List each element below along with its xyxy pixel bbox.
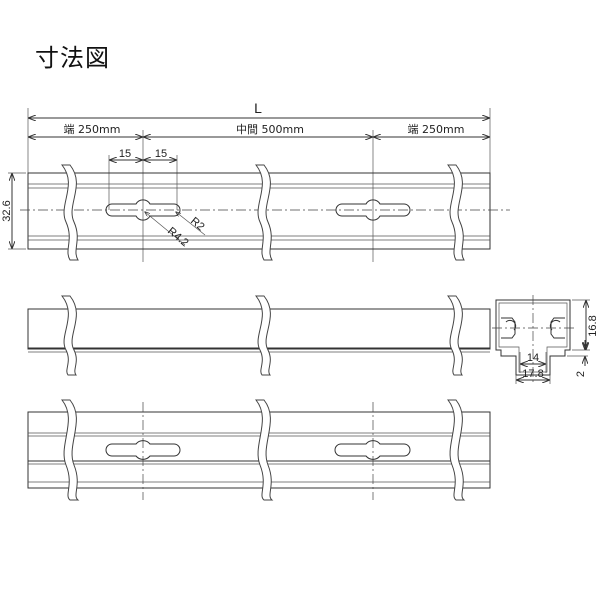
slot-half-width-left: 15 — [119, 148, 131, 160]
inner-width-label: 14 — [527, 352, 539, 364]
bottom-thickness-label: 2 — [575, 371, 587, 377]
cross-section: 14 17.8 16.8 2 — [492, 295, 599, 384]
middle-segment-label: 中間 500mm — [236, 123, 304, 136]
end-segment-left-label: 端 250mm — [64, 123, 121, 136]
end-segment-right-label: 端 250mm — [408, 123, 465, 136]
keyhole-slot — [334, 440, 411, 460]
radius-small-label: R2 — [188, 215, 206, 233]
page-title: 寸法図 — [35, 44, 110, 72]
keyhole-slot — [105, 199, 181, 221]
side-view — [27, 295, 491, 376]
height-label: 32.6 — [1, 200, 13, 221]
outer-width-label: 17.8 — [522, 368, 543, 380]
section-height-label: 16.8 — [587, 315, 599, 336]
overall-length-label: L — [254, 100, 262, 116]
slot-half-width-right: 15 — [155, 148, 167, 160]
keyhole-slot — [105, 440, 181, 460]
bottom-view — [27, 399, 491, 501]
radius-large-label: R4.2 — [165, 225, 191, 249]
top-view: L 端 250mm 中間 500mm 端 250mm 15 15 32.6 — [1, 100, 510, 262]
keyhole-slot — [335, 199, 411, 221]
